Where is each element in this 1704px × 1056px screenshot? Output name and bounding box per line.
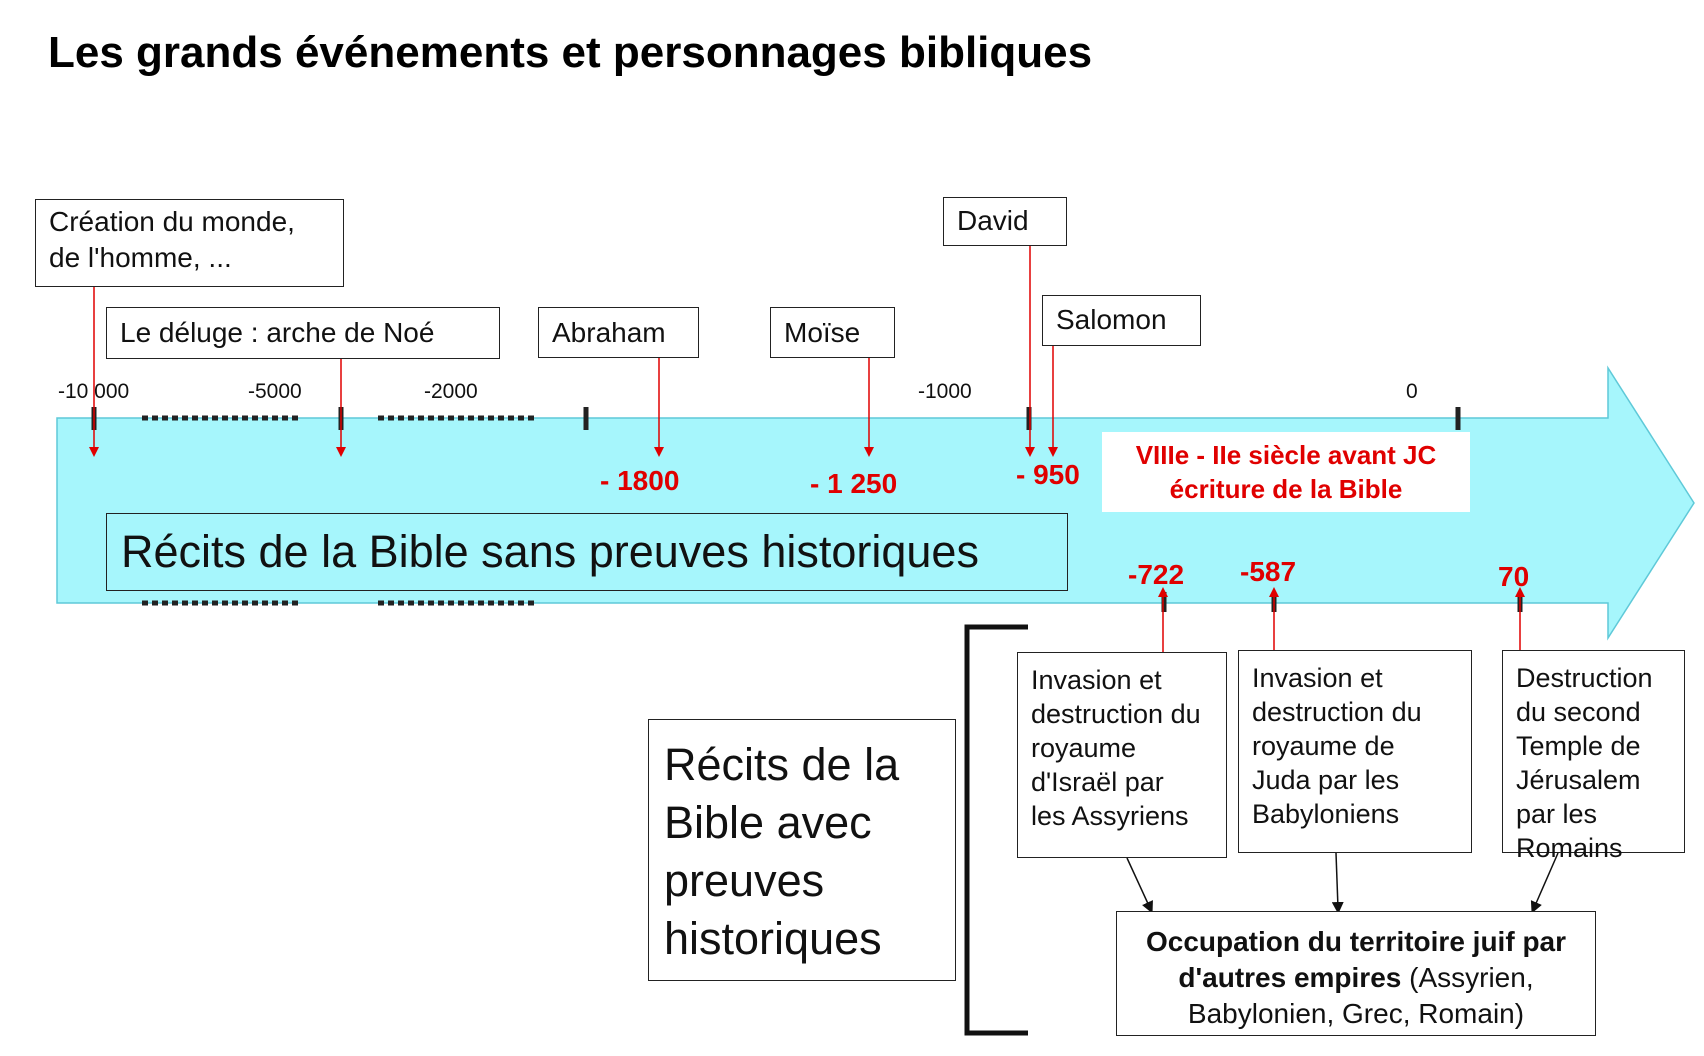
event-moise-label: Moïse — [784, 317, 861, 348]
date-juda: -587 — [1240, 556, 1297, 587]
event-creation-label: Création du monde, de l'homme, ... — [49, 206, 295, 273]
date-david-salomon: - 950 — [1016, 459, 1080, 490]
bible-writing-line2: écriture de la Bible — [1169, 474, 1403, 504]
event-creation: Création du monde, de l'homme, ... — [35, 199, 344, 287]
event-juda: Invasion et destruction du royaume de Ju… — [1238, 650, 1472, 853]
tick-label: -10 000 — [58, 380, 130, 403]
date-moise: - 1 250 — [810, 468, 898, 499]
event-david: David — [943, 197, 1067, 246]
event-salomon: Salomon — [1042, 295, 1201, 346]
date-israel: -722 — [1128, 559, 1185, 590]
juda-to-occupation-arrow — [1331, 852, 1344, 914]
event-david-label: David — [957, 205, 1029, 236]
event-abraham-label: Abraham — [552, 317, 666, 348]
tick-label: -2000 — [424, 380, 478, 403]
bracket — [964, 624, 1028, 1036]
occupation-bold: Occupation du territoire juif par d'autr… — [1145, 926, 1567, 993]
temple-to-occupation-arrow — [1530, 852, 1559, 914]
occupation-box: Occupation du territoire juif par d'autr… — [1116, 911, 1596, 1036]
event-temple: Destruction du second Temple de Jérusale… — [1502, 650, 1685, 863]
date-abraham: - 1800 — [600, 465, 680, 496]
event-moise: Moïse — [770, 307, 895, 358]
period-with-proof: Récits de la Bible avec preuves historiq… — [648, 719, 956, 981]
event-deluge-label: Le déluge : arche de Noé — [120, 317, 435, 348]
bible-writing-line1: VIIIe - IIe siècle avant JC — [1135, 440, 1437, 470]
tick-label: 0 — [1406, 380, 1418, 403]
israel-to-occupation-arrow — [1126, 857, 1153, 914]
page-title: Les grands événements et personnages bib… — [48, 28, 1093, 77]
tick-label: -1000 — [918, 380, 972, 403]
event-israel: Invasion et destruction du royaume d'Isr… — [1017, 652, 1227, 858]
event-deluge: Le déluge : arche de Noé — [106, 307, 500, 359]
occupation-rest: (Assyrien, Babylonien, Grec, Romain) — [1187, 962, 1534, 1029]
tick-label: -5000 — [248, 380, 302, 403]
event-abraham: Abraham — [538, 307, 699, 358]
bible-writing-label: VIIIe - IIe siècle avant JC écriture de … — [1102, 432, 1470, 512]
period-no-proof: Récits de la Bible sans preuves historiq… — [106, 513, 1068, 591]
date-temple: 70 — [1498, 561, 1530, 592]
event-salomon-label: Salomon — [1056, 304, 1167, 335]
